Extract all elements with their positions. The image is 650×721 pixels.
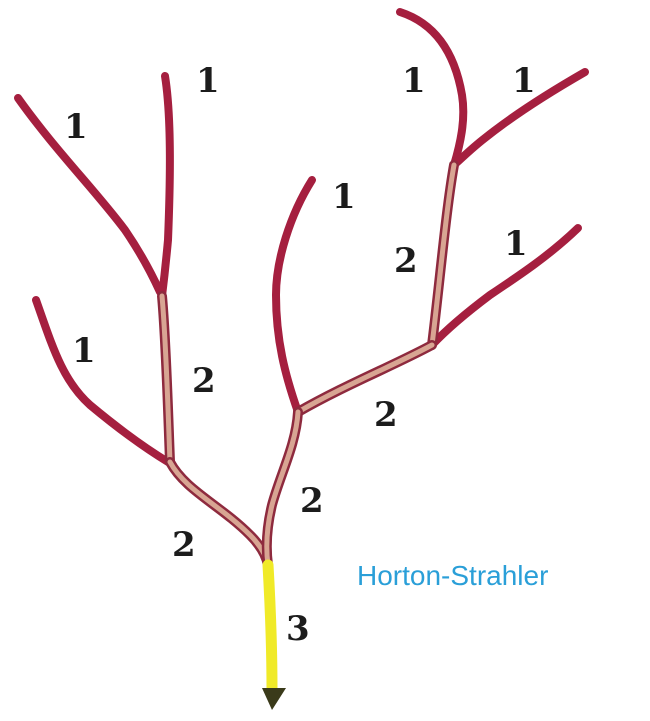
label-left-outer: 1 [64, 107, 88, 147]
order-1-streams [14, 8, 589, 466]
label-left-mid: 2 [192, 361, 216, 401]
label-right-connector: 2 [374, 395, 398, 435]
stream-left-top [158, 72, 174, 300]
label-center-trunk: 2 [300, 481, 324, 521]
label-right-mid: 1 [504, 224, 528, 264]
stream-right-mid [428, 224, 582, 349]
diagram-title: Horton-Strahler [357, 560, 548, 591]
label-left-trunk: 2 [172, 525, 196, 565]
label-right-top-b: 1 [512, 61, 536, 101]
stream-right-top-b [450, 68, 589, 169]
label-outlet: 3 [286, 609, 310, 649]
stream-middle-top [272, 176, 316, 416]
order-3-stream [262, 559, 286, 710]
label-right-upper: 2 [394, 241, 418, 281]
stream-left-outer [14, 94, 164, 296]
stream-outlet [262, 559, 278, 696]
stream-right-upper [429, 162, 457, 348]
order-2-streams [157, 160, 459, 570]
label-middle-top: 1 [332, 177, 356, 217]
label-right-top-a: 1 [402, 61, 426, 101]
label-left-top: 1 [196, 61, 220, 101]
stream-right-top-a [396, 8, 468, 169]
stream-order-labels: 1 1 1 1 1 1 1 2 2 2 2 2 3 [64, 61, 536, 649]
stream-left-lower [32, 296, 172, 466]
outlet-arrow-icon [262, 688, 286, 710]
stream-right-connector [295, 342, 435, 415]
stream-left-mid [159, 293, 173, 465]
stream-center-trunk [264, 409, 301, 568]
label-left-lower: 1 [72, 331, 96, 371]
